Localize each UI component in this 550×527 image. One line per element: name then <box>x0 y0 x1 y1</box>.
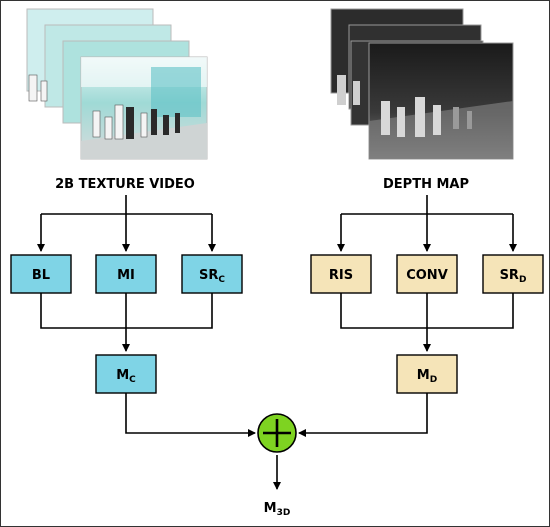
texture-video-stack <box>26 8 208 160</box>
depth-map-stack <box>330 8 514 160</box>
block-src-label: SRC <box>199 268 225 285</box>
block-conv: CONV <box>396 254 458 294</box>
block-conv-label: CONV <box>406 268 448 283</box>
block-md: MD <box>396 354 458 394</box>
block-ris: RIS <box>310 254 372 294</box>
block-bl-label: BL <box>32 268 50 283</box>
block-srd: SRD <box>482 254 544 294</box>
depth-map-caption: DEPTH MAP <box>383 177 469 192</box>
block-mi: MI <box>95 254 157 294</box>
circle-plus-icon <box>257 413 297 453</box>
block-srd-label: SRD <box>500 268 527 285</box>
block-md-label: MD <box>417 368 437 385</box>
texture-video-caption: 2B TEXTURE VIDEO <box>55 177 195 192</box>
block-mc-label: MC <box>116 368 136 385</box>
depth-connectors <box>298 195 517 437</box>
block-ris-label: RIS <box>329 268 353 283</box>
texture-connectors <box>37 195 256 437</box>
output-label: M3D <box>264 501 291 518</box>
block-src: SRC <box>181 254 243 294</box>
block-bl: BL <box>10 254 72 294</box>
block-mc: MC <box>95 354 157 394</box>
block-mi-label: MI <box>117 268 135 283</box>
